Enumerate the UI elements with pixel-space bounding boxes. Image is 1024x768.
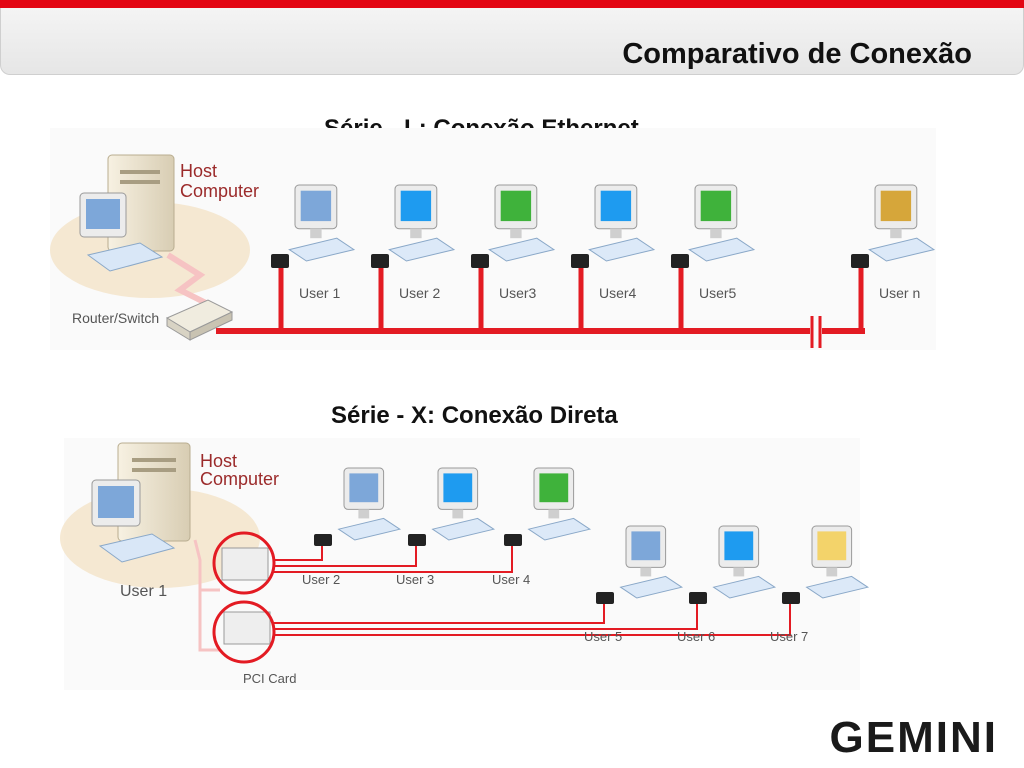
user-label: User 4 <box>492 572 530 587</box>
network-adapter-icon <box>571 254 589 268</box>
kvm-adapter-icon <box>689 592 707 604</box>
gemini-logo: GEMINI <box>829 713 998 762</box>
workstation-icon <box>431 467 496 541</box>
pci-card-highlight-1 <box>212 531 276 595</box>
host-computer-icon <box>91 442 191 563</box>
user-label: User 1 <box>299 285 340 301</box>
workstation-icon <box>388 184 456 262</box>
network-adapter-icon <box>371 254 389 268</box>
network-adapter-icon <box>671 254 689 268</box>
workstation-icon <box>288 184 356 262</box>
workstation-icon <box>712 525 777 599</box>
workstation-icon <box>805 525 870 599</box>
header-bar <box>0 8 1024 75</box>
monitor-screen <box>349 473 379 503</box>
router-switch-label: Router/Switch <box>72 310 159 326</box>
user-label: User 2 <box>399 285 440 301</box>
host-label-line2: Computer <box>180 181 259 201</box>
monitor-screen <box>500 190 532 222</box>
pci-card-highlight-2 <box>212 600 276 664</box>
user-label: User 7 <box>770 629 808 644</box>
user-label: User3 <box>499 285 537 301</box>
section-x-title: Série - X: Conexão Direta <box>331 402 618 429</box>
network-adapter-icon <box>851 254 869 268</box>
pci-card-label: PCI Card <box>243 671 296 686</box>
monitor-screen <box>724 531 754 561</box>
monitor-screen <box>443 473 473 503</box>
workstation-icon <box>527 467 592 541</box>
workstation-icon <box>868 184 936 262</box>
monitor-screen <box>600 190 632 222</box>
user-label: User 6 <box>677 629 715 644</box>
monitor-screen <box>817 531 847 561</box>
kvm-adapter-icon <box>408 534 426 546</box>
host-label-line2: Computer <box>200 469 279 489</box>
kvm-adapter-icon <box>504 534 522 546</box>
monitor-screen <box>539 473 569 503</box>
workstation-icon <box>488 184 556 262</box>
monitor-screen <box>880 190 912 222</box>
user-label: User 3 <box>396 572 434 587</box>
pci-card-icon <box>221 547 271 645</box>
kvm-adapter-icon <box>782 592 800 604</box>
host-label-line1: Host <box>200 451 237 471</box>
monitor-screen <box>700 190 732 222</box>
kvm-adapter-icon <box>314 534 332 546</box>
network-adapter-icon <box>271 254 289 268</box>
monitor-screen <box>300 190 332 222</box>
workstation-icon <box>337 467 402 541</box>
host-computer-icon <box>79 154 175 272</box>
direct-links <box>273 544 791 636</box>
user-label: User4 <box>599 285 637 301</box>
monitor-screen <box>400 190 432 222</box>
workstation-icon <box>619 525 684 599</box>
user-label: User n <box>879 285 920 301</box>
kvm-adapter-icon <box>596 592 614 604</box>
network-adapter-icon <box>471 254 489 268</box>
workstation-icon <box>688 184 756 262</box>
user-label: User 5 <box>584 629 622 644</box>
router-switch-icon <box>165 299 234 341</box>
host-label-line1: Host <box>180 161 217 181</box>
user-label: User5 <box>699 285 737 301</box>
host-user-label: User 1 <box>120 583 167 600</box>
monitor-screen <box>631 531 661 561</box>
workstation-icon <box>588 184 656 262</box>
page-title: Comparativo de Conexão <box>622 38 972 70</box>
user-label: User 2 <box>302 572 340 587</box>
top-accent-bar <box>0 0 1024 8</box>
